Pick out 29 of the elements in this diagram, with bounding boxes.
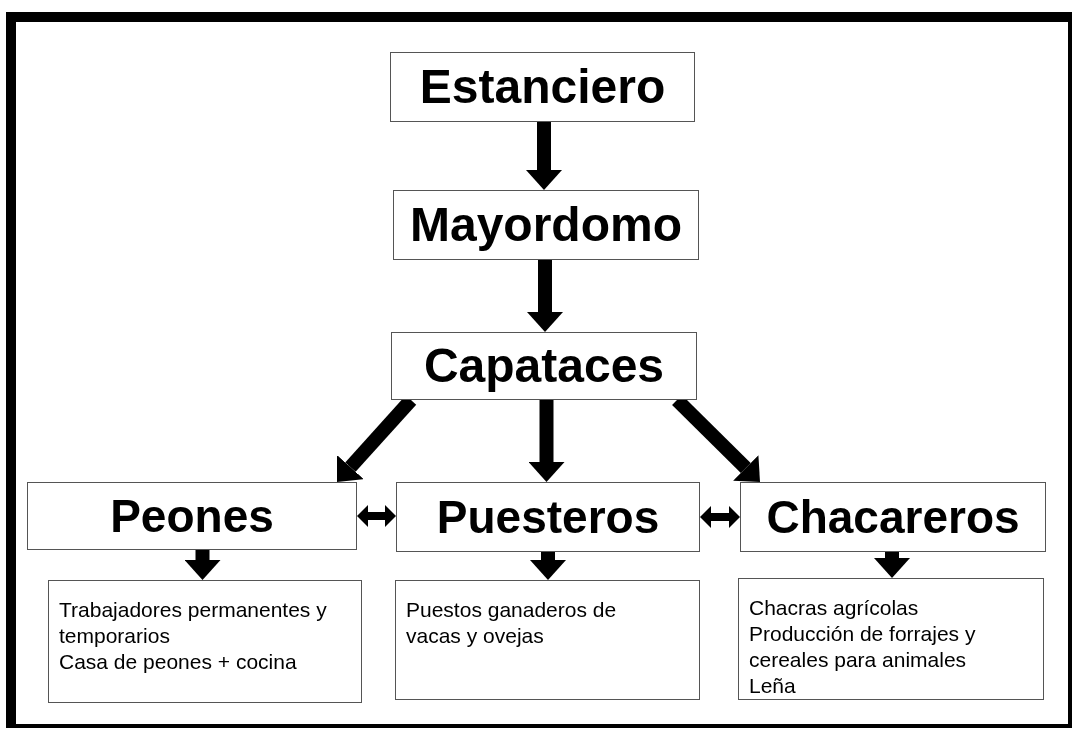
role-box xyxy=(740,482,1046,552)
description-text: Puestos ganaderos de vacas y ovejas xyxy=(406,597,618,649)
description-box xyxy=(48,580,362,703)
block-arrow xyxy=(874,552,910,578)
role-box xyxy=(390,52,695,122)
block-arrow xyxy=(528,400,565,482)
description-text: Chacras agrícolas xyxy=(749,595,920,621)
role-title: Puesteros xyxy=(436,494,660,540)
role-title: Capataces xyxy=(423,342,665,390)
role-box xyxy=(396,482,700,552)
description-text: Producción de forrajes y cereales para animales xyxy=(749,621,977,673)
block-arrow xyxy=(700,506,740,528)
role-title: Estanciero xyxy=(419,63,666,111)
block-arrow xyxy=(527,260,563,332)
description-box xyxy=(738,578,1044,700)
role-title: Chacareros xyxy=(766,494,1020,540)
block-arrow xyxy=(530,552,566,580)
role-box xyxy=(393,190,699,260)
description-text: Casa de peones + cocina xyxy=(59,649,298,675)
block-arrow xyxy=(526,122,562,190)
role-box xyxy=(27,482,357,550)
role-title: Mayordomo xyxy=(410,201,682,249)
description-text: Leña xyxy=(749,673,797,699)
description-box xyxy=(395,580,700,700)
role-box xyxy=(391,332,697,400)
block-arrow xyxy=(184,550,221,580)
description-text: Trabajadores permanentes y temporarios xyxy=(59,597,328,649)
role-title: Peones xyxy=(110,493,274,539)
block-arrow xyxy=(357,505,396,527)
